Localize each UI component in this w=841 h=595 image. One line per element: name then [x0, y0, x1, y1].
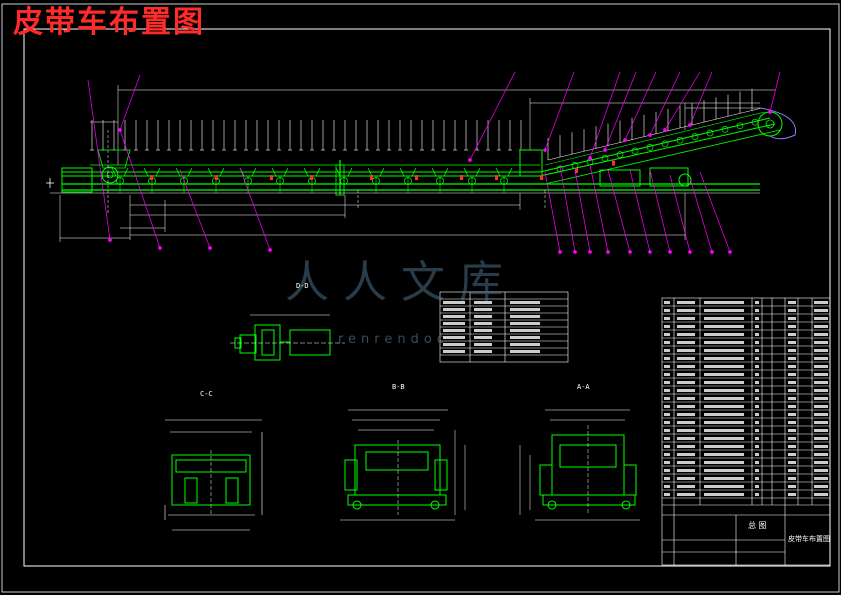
tech-data-table: [439, 291, 569, 363]
section-label-c: C-C: [200, 390, 213, 398]
section-label-a: A-A: [577, 383, 590, 391]
drawing-title: 皮带车布置图: [13, 5, 205, 40]
parts-list: [661, 297, 831, 566]
section-a: [519, 409, 640, 521]
title-block-right: 皮带车布置图: [788, 535, 830, 543]
section-label-d: D-D: [296, 282, 309, 290]
conveyor-elevation: [46, 71, 797, 254]
watermark-url: renrendoc: [338, 332, 449, 347]
outer-border: [1, 3, 840, 593]
section-b: [340, 409, 466, 521]
section-label-b: B-B: [392, 383, 405, 391]
watermark-text: 人人文库: [285, 257, 517, 308]
title-block-left: 总 图: [748, 521, 767, 530]
drive-unit-view: [230, 314, 345, 361]
inner-frame: [23, 28, 831, 567]
section-c: [164, 419, 263, 531]
